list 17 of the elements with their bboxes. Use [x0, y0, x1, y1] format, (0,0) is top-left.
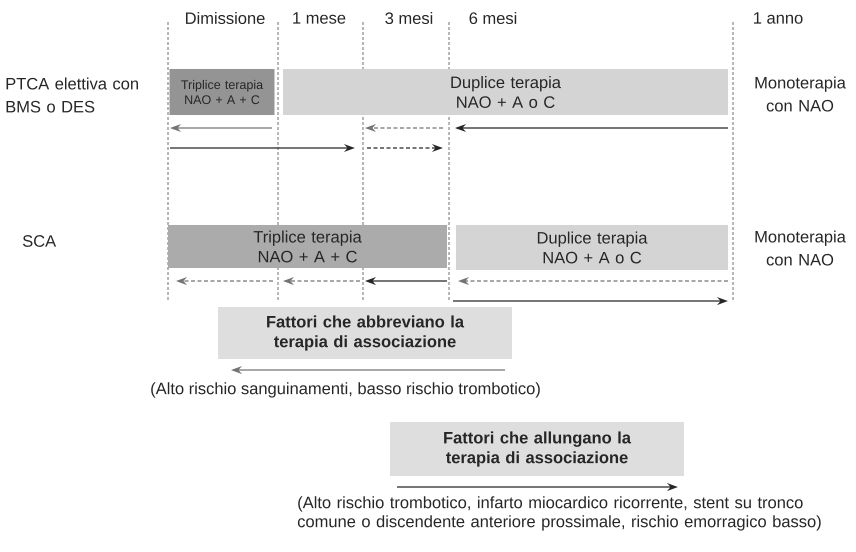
time-label: 3 mesi: [385, 12, 432, 24]
therapy-box: Triplice terapia NAO + A + C: [168, 225, 447, 268]
therapy-box: Triplice terapia NAO + A + C: [170, 69, 274, 115]
therapy-label: Monoterapia con NAO: [756, 76, 846, 112]
row-label: PTCA elettiva con BMS o DES: [6, 77, 138, 113]
note-text: (Alto rischio trombotico, infarto miocardico ricorrente, stent su tronco comune o discendente anteriore prossimale, rischio emorragico basso): [298, 496, 821, 531]
note-text: (Alto rischio sanguinamenti, basso rischio trombotico): [151, 382, 540, 398]
therapy-box: Duplice terapia NAO + A o C: [283, 69, 728, 115]
time-label: Dimissione: [186, 12, 265, 24]
therapy-box: Duplice terapia NAO + A o C: [456, 225, 728, 270]
therapy-box: Fattori che allungano la terapia di associazione: [390, 422, 684, 476]
therapy-box: Fattori che abbreviano la terapia di associazione: [218, 307, 512, 359]
time-label: 6 mesi: [470, 12, 516, 24]
time-label: 1 anno: [754, 12, 803, 24]
time-label: 1 mese: [293, 12, 346, 24]
therapy-label: Monoterapia con NAO: [756, 230, 846, 266]
row-label: SCA: [22, 235, 56, 247]
